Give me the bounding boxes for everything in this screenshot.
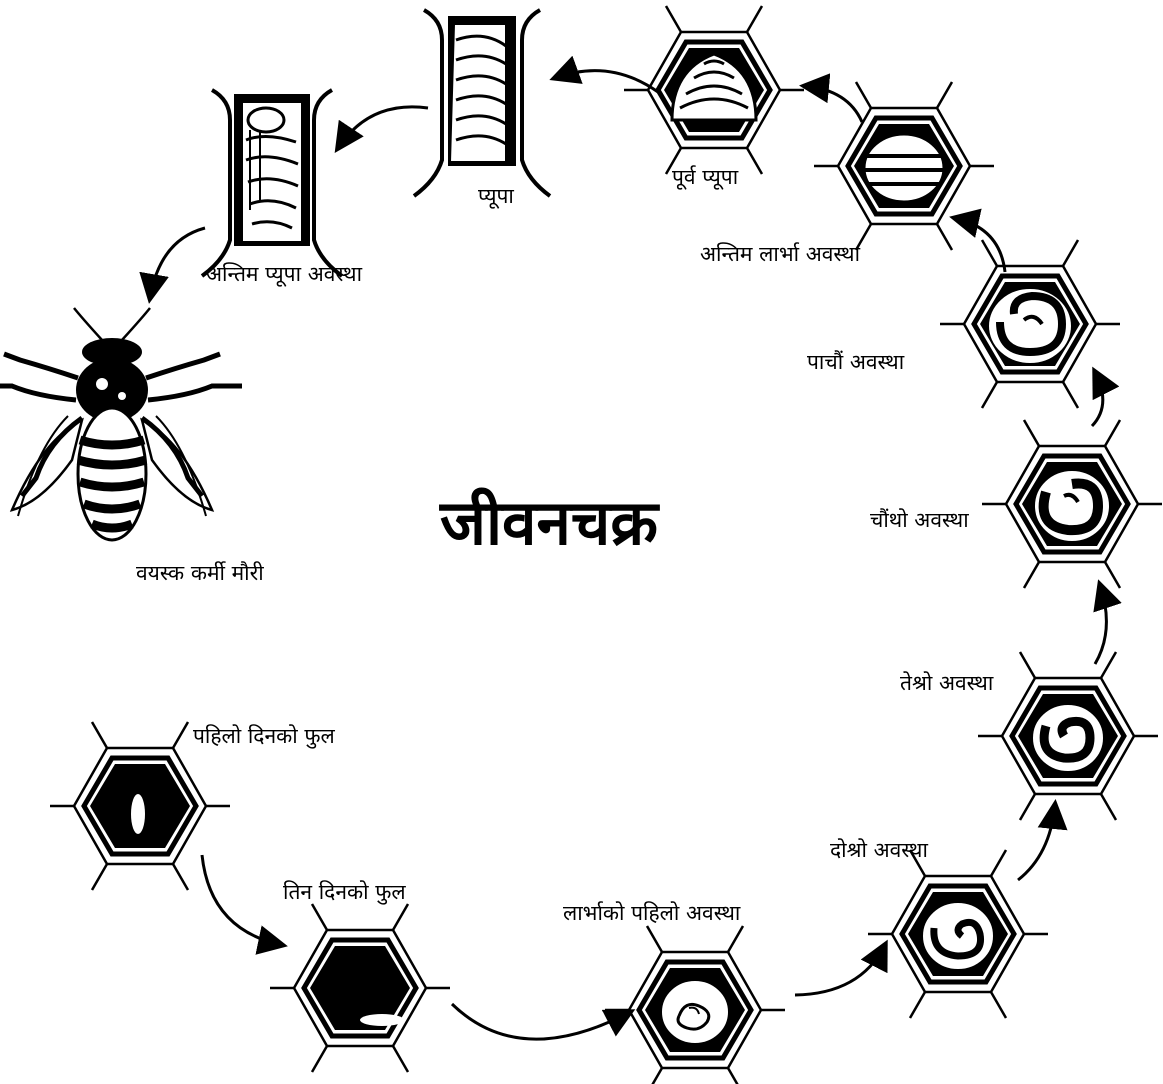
larva-third-cell	[978, 652, 1158, 820]
larva-fifth-cell	[940, 240, 1120, 408]
arrow-pupa-to-pupafinal	[334, 105, 429, 153]
arrow-larva4-to-larva5	[1090, 366, 1120, 428]
larva-first-cell	[605, 926, 785, 1084]
label-egg-day3: तिन दिनको फुल	[283, 880, 406, 904]
arrow-larva1-to-larva2	[794, 939, 888, 997]
label-pupa-final: अन्तिम प्यूपा अवस्था	[206, 262, 363, 286]
larva-second-cell	[868, 850, 1048, 1018]
arrow-final-to-prepupa	[799, 73, 864, 123]
arrow-larva3-to-larva4	[1093, 579, 1122, 665]
egg-day3-cell	[270, 904, 450, 1072]
label-pupa: प्यूपा	[478, 184, 514, 208]
arrows	[139, 55, 1122, 1041]
label-larva-second: दोश्रो अवस्था	[830, 838, 928, 862]
arrow-prepupa-to-pupa	[549, 55, 659, 94]
pupa-final-cell	[200, 88, 344, 278]
egg-day1-cell	[50, 722, 230, 890]
larva-final-cell	[814, 82, 994, 250]
label-larva-third: तेश्रो अवस्था	[900, 671, 994, 695]
arrow-larva5-to-final	[949, 208, 1007, 273]
label-larva-fifth: पाचौं अवस्था	[807, 350, 905, 374]
arrow-egg1-to-egg3	[200, 854, 288, 955]
label-adult-worker: वयस्क कर्मी मौरी	[136, 561, 264, 585]
larva-fourth-cell	[982, 420, 1162, 588]
arrow-larva2-to-larva3	[1017, 799, 1068, 882]
pre-pupa-cell	[624, 6, 804, 174]
pupa-cell	[412, 8, 552, 198]
arrow-egg3-to-larva1	[450, 1002, 636, 1041]
label-larva-first: लार्भाको पहिलो अवस्था	[563, 901, 741, 925]
arrow-pupafinal-to-adult	[139, 226, 206, 304]
adult-bee-illustration	[0, 307, 242, 542]
label-larva-fourth: चौंथो अवस्था	[870, 508, 969, 532]
diagram-title: जीवनचक्र	[440, 486, 658, 559]
label-larva-final: अन्तिम लार्भा अवस्था	[700, 242, 861, 266]
label-pre-pupa: पूर्व प्यूपा	[672, 165, 739, 189]
label-egg-day1: पहिलो दिनको फुल	[193, 724, 335, 748]
